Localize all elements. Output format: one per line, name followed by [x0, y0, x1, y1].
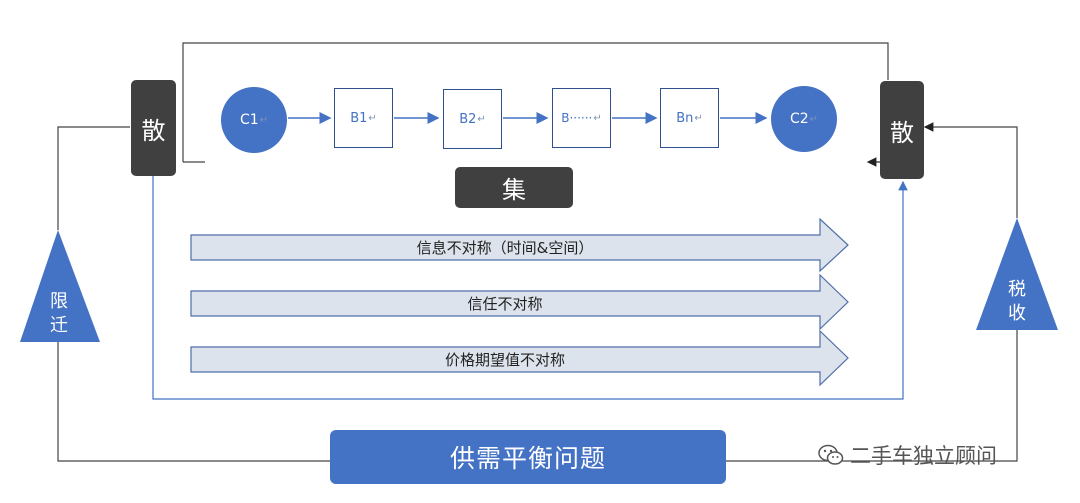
- arrow-shape-3: [190, 329, 849, 387]
- node-c1: C1↵: [221, 87, 287, 153]
- return-mark-icon: ↵: [593, 112, 602, 124]
- arrow-label-info: 信息不对称（时间&空间）: [416, 239, 594, 257]
- top-frame-line: [182, 42, 889, 162]
- node-bn: Bn↵: [660, 88, 719, 148]
- supply-demand-balance-box: 供需平衡问题: [330, 430, 726, 484]
- blue-loop-line: [152, 176, 908, 400]
- return-mark-icon: ↵: [477, 113, 486, 125]
- right-triangle: [976, 218, 1058, 330]
- watermark-text: 二手车独立顾问: [850, 444, 997, 468]
- node-b1: B1↵: [334, 88, 393, 148]
- arrow-shape-1: [190, 217, 849, 273]
- wechat-icon: [818, 444, 844, 465]
- right-outer-line: [726, 330, 1018, 462]
- return-mark-icon: ↵: [368, 112, 377, 124]
- return-mark-icon: ↵: [694, 112, 703, 124]
- node-b-ellipsis: B······↵: [552, 88, 611, 148]
- right-scatter-block: 散: [880, 81, 924, 179]
- watermark: 二手车独立顾问: [818, 440, 997, 470]
- arrow-shape-2: [190, 273, 849, 331]
- left-outer-line: [57, 126, 130, 230]
- gather-block: 集: [455, 167, 573, 208]
- return-mark-icon: ↵: [259, 114, 269, 126]
- node-c2: C2↵: [771, 86, 837, 152]
- arrow-label-price: 价格期望值不对称: [444, 351, 565, 369]
- return-mark-icon: ↵: [809, 113, 819, 125]
- left-scatter-block: 散: [131, 80, 176, 176]
- left-triangle-label: 限迁: [50, 291, 68, 336]
- right-triangle-label: 税收: [1008, 279, 1026, 324]
- left-triangle: [20, 230, 100, 342]
- arrow-label-trust: 信任不对称: [467, 295, 543, 313]
- node-b2: B2↵: [443, 89, 502, 149]
